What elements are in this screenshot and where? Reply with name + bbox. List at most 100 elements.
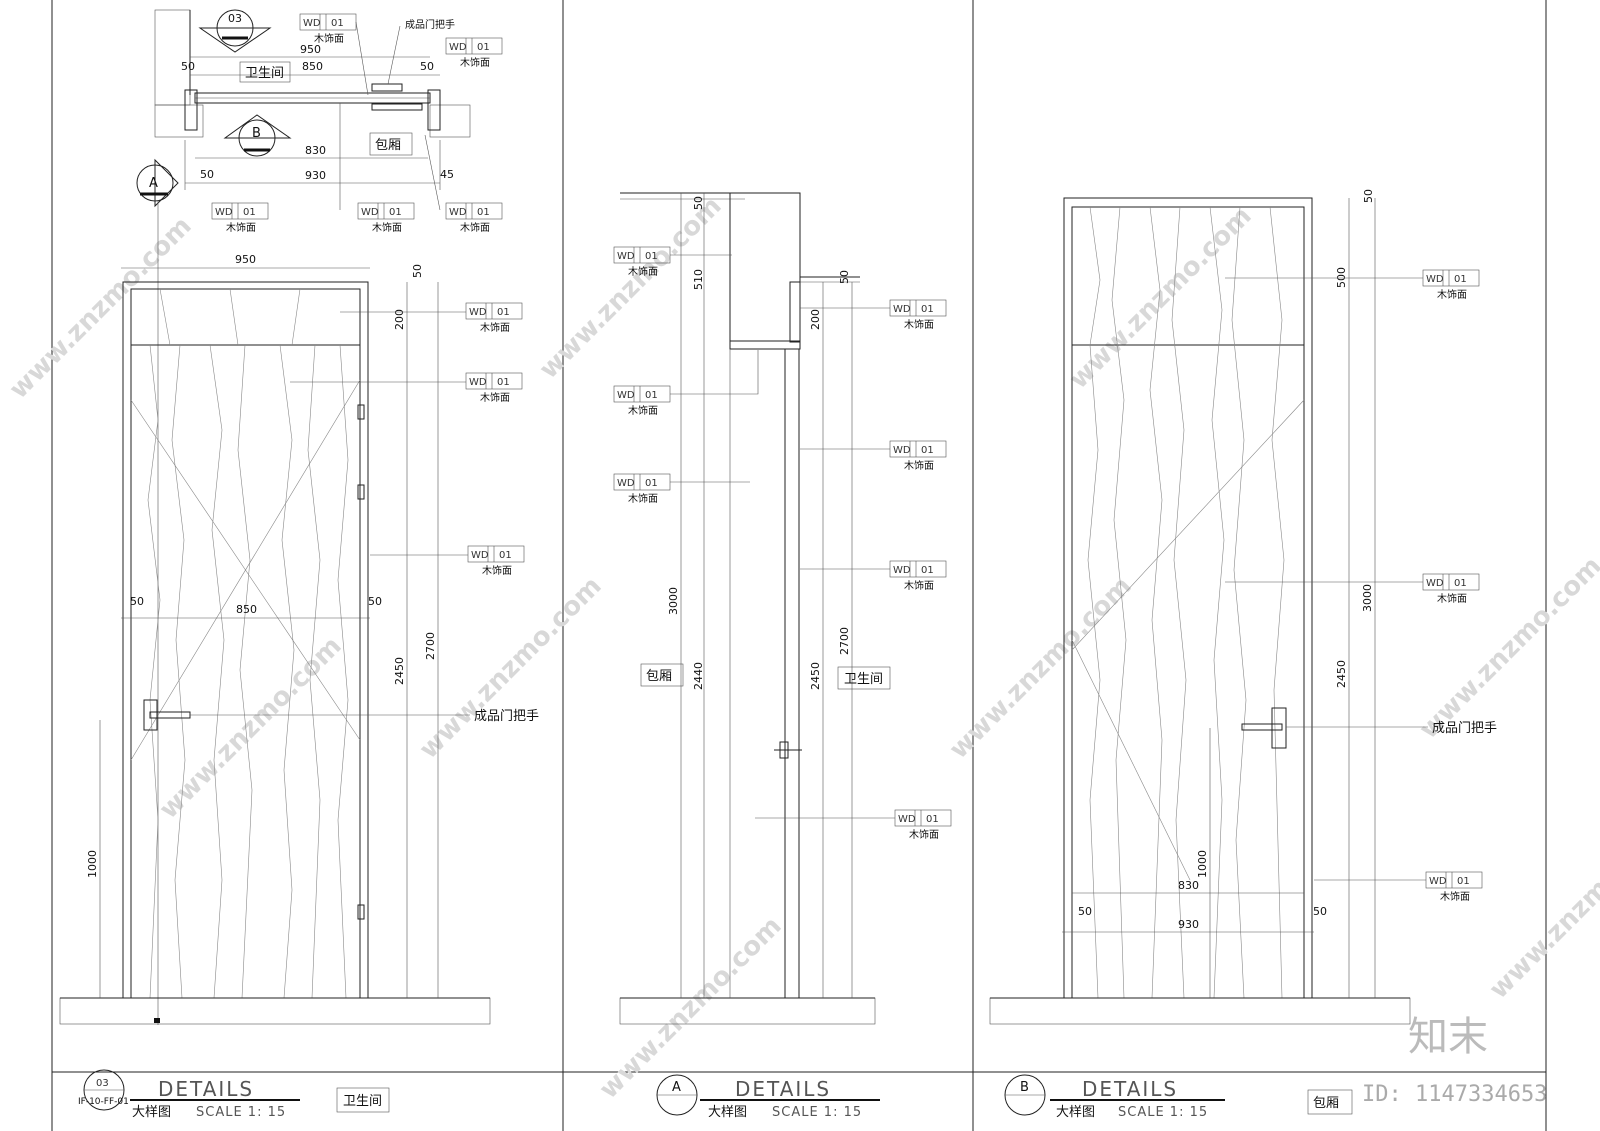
dim-e03-2450: 2450 [393, 657, 406, 685]
svg-text:WD: WD [617, 478, 635, 489]
title-block-b: B DETAILS 大样图 SCALE 1: 15 包厢 [1004, 1074, 1353, 1120]
b-wd-tag-1: WD 01 木饰面 [1422, 269, 1480, 301]
svg-text:WD: WD [303, 18, 321, 29]
svg-text:01: 01 [331, 18, 344, 29]
section-a-room-right: 卫生间 [844, 672, 883, 687]
dim-b-2450: 2450 [1335, 660, 1348, 688]
svg-text:A: A [149, 176, 158, 191]
title-a-scale: SCALE 1: 15 [772, 1105, 862, 1120]
dim-e03-2700: 2700 [424, 632, 437, 660]
svg-text:www.znzmo.com: www.znzmo.com [414, 571, 608, 765]
svg-text:木饰面: 木饰面 [904, 318, 934, 331]
wood-grain-pattern [130, 288, 361, 999]
svg-text:木饰面: 木饰面 [372, 221, 402, 234]
dim-a-50-right: 50 [838, 270, 851, 284]
title-b-scale: SCALE 1: 15 [1118, 1105, 1208, 1120]
title-a-en: DETAILS [735, 1077, 831, 1101]
svg-text:01: 01 [1454, 274, 1467, 285]
svg-text:木饰面: 木饰面 [628, 404, 658, 417]
svg-text:WD: WD [898, 814, 916, 825]
svg-text:01: 01 [477, 207, 490, 218]
plan-wd-tag-1: WD 01 木饰面 [299, 13, 357, 45]
svg-text:www.znzmo.com: www.znzmo.com [4, 211, 198, 405]
title-03-sheet-ref: IF-10-FF-01 [78, 1097, 129, 1107]
svg-text:01: 01 [921, 565, 934, 576]
plan-room-booth: 包厢 [375, 138, 401, 153]
svg-text:木饰面: 木饰面 [1440, 890, 1470, 903]
brand-watermark: 知末 ID: 1147334653 [1362, 1014, 1547, 1107]
section-marker-a: A [136, 158, 179, 1025]
title-b-number: B [1020, 1080, 1029, 1095]
svg-text:01: 01 [926, 814, 939, 825]
svg-text:WD: WD [449, 207, 467, 218]
svg-text:www.znzmo.com: www.znzmo.com [1484, 811, 1600, 1005]
dim-plan-830: 830 [305, 144, 326, 157]
door-plan-section: 950 850 50 50 830 930 50 45 卫生间 包厢 03 B [136, 9, 503, 1025]
title-block-a: A DETAILS 大样图 SCALE 1: 15 [656, 1074, 880, 1120]
elevation-03: 成品门把手 950 850 50 50 50 200 2450 2700 100… [59, 253, 539, 1025]
svg-text:WD: WD [893, 565, 911, 576]
svg-text:WD: WD [471, 550, 489, 561]
dim-b-500: 500 [1335, 267, 1348, 288]
a-wd-tag-1: WD 01 木饰面 [613, 246, 671, 278]
svg-text:WD: WD [1426, 578, 1444, 589]
svg-text:WD: WD [617, 251, 635, 262]
svg-text:木饰面: 木饰面 [909, 828, 939, 841]
title-03-en: DETAILS [158, 1077, 254, 1101]
section-a-room-left: 包厢 [646, 669, 672, 684]
svg-text:木饰面: 木饰面 [314, 32, 344, 45]
svg-text:木饰面: 木饰面 [628, 265, 658, 278]
dim-e03-50-left: 50 [130, 595, 144, 608]
dim-plan-930: 930 [305, 169, 326, 182]
dim-e03-50-right: 50 [368, 595, 382, 608]
svg-text:B: B [252, 126, 261, 141]
dim-e03-50-top: 50 [411, 264, 424, 278]
svg-text:www.znzmo.com: www.znzmo.com [1064, 201, 1258, 395]
svg-text:WD: WD [449, 42, 467, 53]
title-03-scale: SCALE 1: 15 [196, 1105, 286, 1120]
section-marker-03: 03 [198, 9, 272, 53]
svg-text:木饰面: 木饰面 [628, 492, 658, 505]
svg-text:WD: WD [361, 207, 379, 218]
section-a: 50 510 3000 2440 50 200 2450 2700 包厢 卫生间… [613, 192, 952, 1025]
dim-a-2700: 2700 [838, 627, 851, 655]
svg-text:木饰面: 木饰面 [1437, 288, 1467, 301]
dim-e03-200: 200 [393, 309, 406, 330]
brand-logo: 知末 [1408, 1014, 1488, 1060]
title-block-03: 03 IF-10-FF-01 DETAILS 大样图 SCALE 1: 15 卫… [78, 1069, 390, 1120]
svg-text:01: 01 [921, 304, 934, 315]
dim-plan-850: 850 [302, 60, 323, 73]
svg-text:WD: WD [893, 445, 911, 456]
elevation-b: 成品门把手 50 500 3000 2450 1000 830 930 50 5… [989, 189, 1497, 1025]
dim-a-3000: 3000 [667, 587, 680, 615]
dim-a-2440: 2440 [692, 662, 705, 690]
elevation-03-handle-label: 成品门把手 [474, 709, 539, 724]
dim-b-3000: 3000 [1361, 584, 1374, 612]
svg-text:木饰面: 木饰面 [1437, 592, 1467, 605]
svg-text:01: 01 [1457, 876, 1470, 887]
svg-text:01: 01 [645, 251, 658, 262]
svg-text:01: 01 [499, 550, 512, 561]
elevation-b-handle-label: 成品门把手 [1432, 721, 1497, 736]
dim-plan-50-left: 50 [181, 60, 195, 73]
dim-b-50-left: 50 [1078, 905, 1092, 918]
svg-text:WD: WD [1429, 876, 1447, 887]
title-b-en: DETAILS [1082, 1077, 1178, 1101]
svg-text:WD: WD [617, 390, 635, 401]
svg-text:木饰面: 木饰面 [460, 56, 490, 69]
svg-text:WD: WD [469, 377, 487, 388]
dim-b-50-right: 50 [1313, 905, 1327, 918]
svg-text:01: 01 [243, 207, 256, 218]
sheet-frame [51, 0, 1547, 1131]
dim-plan-45: 45 [440, 168, 454, 181]
svg-text:WD: WD [1426, 274, 1444, 285]
svg-text:WD: WD [469, 307, 487, 318]
